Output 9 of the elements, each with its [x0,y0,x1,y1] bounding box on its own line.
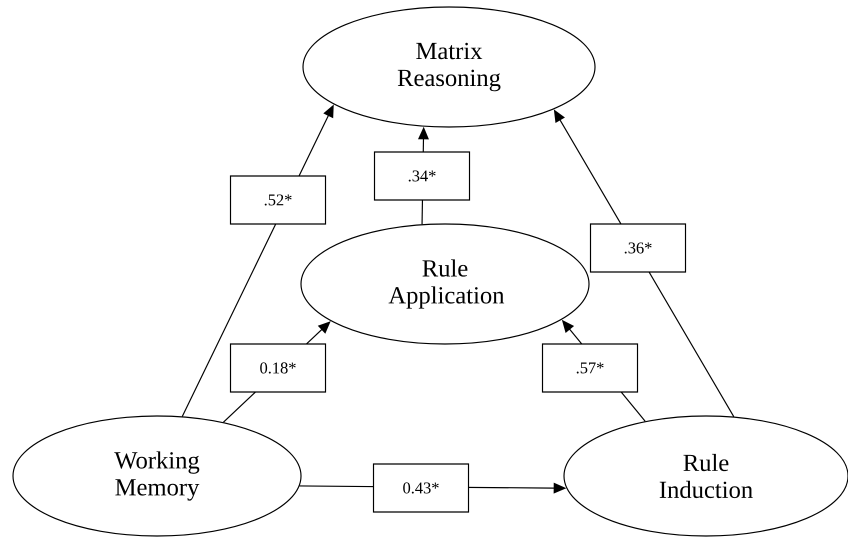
edge-label: 0.43* [372,463,470,513]
edge-label: .57* [542,343,638,393]
edge-label: .34* [374,151,470,201]
edge-label: .36* [590,223,686,273]
ellipse-node: Working Memory [12,415,302,537]
ellipse-node: Rule Application [300,223,590,345]
edge-label: .52* [230,175,326,225]
ellipse-node: Matrix Reasoning [302,6,596,128]
edge-label: 0.18* [230,343,326,393]
